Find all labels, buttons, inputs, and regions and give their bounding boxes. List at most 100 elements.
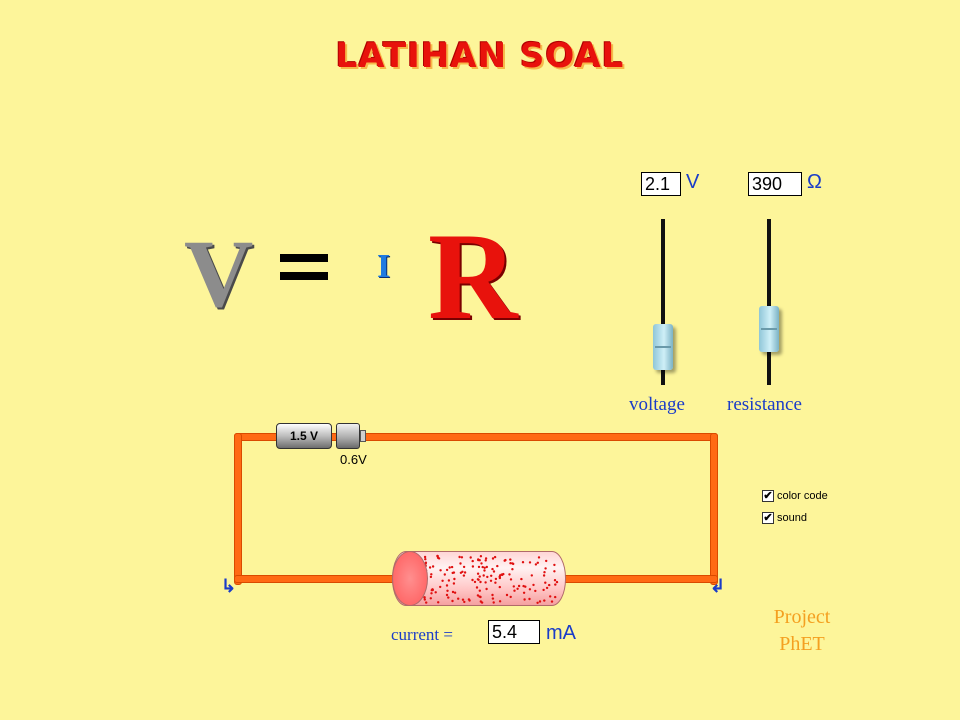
impurity-dot (450, 565, 454, 569)
return-arrow-left-icon: ↳ (221, 576, 237, 596)
sound-checkbox[interactable]: ✔ (762, 512, 774, 524)
resistance-unit: Ω (807, 171, 822, 193)
phet-logo-line1: Project (773, 606, 831, 628)
impurity-dot (423, 555, 427, 559)
battery-cell-voltage: 0.6V (340, 452, 367, 467)
impurity-dot (478, 575, 481, 578)
equals-bar-bottom (280, 272, 328, 280)
wire-bottom-right (562, 575, 718, 583)
impurity-dot (553, 570, 556, 573)
impurity-dot (447, 596, 450, 599)
impurity-dot (554, 595, 557, 599)
impurity-dot (453, 577, 456, 581)
impurity-dot (469, 556, 472, 559)
impurity-dot (489, 579, 493, 582)
impurity-dot (492, 601, 495, 604)
wire-left (234, 433, 242, 585)
battery: 1.5 V (276, 423, 332, 449)
impurity-dot (462, 565, 466, 569)
impurity-dot (430, 592, 433, 595)
resistance-slider-knob[interactable] (759, 306, 779, 352)
impurity-dot (508, 573, 511, 576)
impurity-dot (532, 583, 535, 587)
impurity-dot (549, 595, 552, 598)
impurity-dot (498, 576, 502, 580)
impurity-dot (480, 601, 484, 604)
impurity-dot (494, 577, 498, 581)
impurity-dot (478, 589, 481, 592)
impurity-dot (537, 556, 541, 559)
impurity-dot (509, 558, 512, 561)
impurity-dot (534, 563, 538, 566)
voltage-slider-track[interactable] (661, 219, 665, 385)
impurity-dot (484, 559, 487, 562)
impurity-dot (505, 593, 509, 597)
impurity-dot (545, 586, 549, 590)
impurity-dot (452, 571, 456, 574)
impurity-dot (553, 579, 557, 582)
impurity-dot (485, 565, 488, 569)
impurity-dot (478, 595, 481, 598)
color-code-checkbox-row[interactable]: ✔ color code (762, 490, 828, 502)
impurity-dot (425, 601, 428, 604)
resistor-impurity-dots (411, 554, 559, 604)
impurity-dot (477, 565, 481, 569)
equation-resistance-symbol: R (428, 208, 518, 345)
impurity-dot (439, 585, 442, 589)
impurity-dot (545, 559, 548, 563)
impurity-dot (445, 584, 449, 587)
impurity-dot (503, 559, 506, 562)
impurity-dot (437, 601, 440, 604)
impurity-dot (471, 559, 474, 563)
impurity-dot (423, 598, 426, 601)
voltage-input[interactable] (641, 172, 681, 196)
resistance-slider-label: resistance (727, 394, 802, 415)
return-arrow-right-icon: ↲ (710, 576, 726, 596)
impurity-dot (543, 599, 546, 602)
impurity-dot (542, 574, 546, 577)
voltage-slider-label: voltage (629, 394, 685, 415)
impurity-dot (542, 588, 545, 592)
impurity-dot (509, 578, 513, 581)
impurity-dot (479, 555, 483, 558)
impurity-dot (476, 594, 480, 597)
color-code-checkbox[interactable]: ✔ (762, 490, 774, 502)
impurity-dot (446, 589, 449, 592)
impurity-dot (492, 570, 496, 573)
resistance-slider-track[interactable] (767, 219, 771, 385)
impurity-dot (534, 589, 537, 593)
impurity-dot (463, 600, 466, 604)
voltage-slider-knob[interactable] (653, 324, 673, 370)
impurity-dot (512, 562, 515, 566)
sound-label: sound (777, 512, 807, 524)
impurity-dot (448, 566, 451, 569)
impurity-dot (523, 598, 526, 601)
impurity-dot (528, 561, 532, 564)
impurity-dot (451, 590, 455, 594)
impurity-dot (461, 570, 464, 573)
impurity-dot (481, 565, 484, 569)
impurity-dot (491, 593, 494, 597)
impurity-dot (486, 575, 489, 579)
impurity-dot (536, 601, 539, 604)
impurity-dot (513, 589, 516, 592)
impurity-dot (452, 582, 456, 585)
impurity-dot (467, 598, 471, 601)
impurity-dot (502, 572, 505, 576)
impurity-dot (496, 564, 499, 568)
equation-voltage-symbol: V (184, 220, 254, 327)
resistance-input[interactable] (748, 172, 802, 196)
impurity-dot (445, 568, 449, 572)
battery-extra-cell (336, 423, 360, 449)
impurity-dot (512, 585, 515, 588)
impurity-dot (439, 569, 442, 572)
sound-checkbox-row[interactable]: ✔ sound (762, 512, 807, 524)
phet-logo[interactable]: Project PhET (762, 604, 842, 658)
impurity-dot (544, 581, 547, 584)
impurity-dot (445, 593, 449, 597)
impurity-dot (528, 597, 531, 601)
impurity-dot (509, 562, 512, 565)
impurity-dot (443, 573, 446, 576)
impurity-dot (480, 562, 483, 565)
impurity-dot (491, 597, 495, 600)
